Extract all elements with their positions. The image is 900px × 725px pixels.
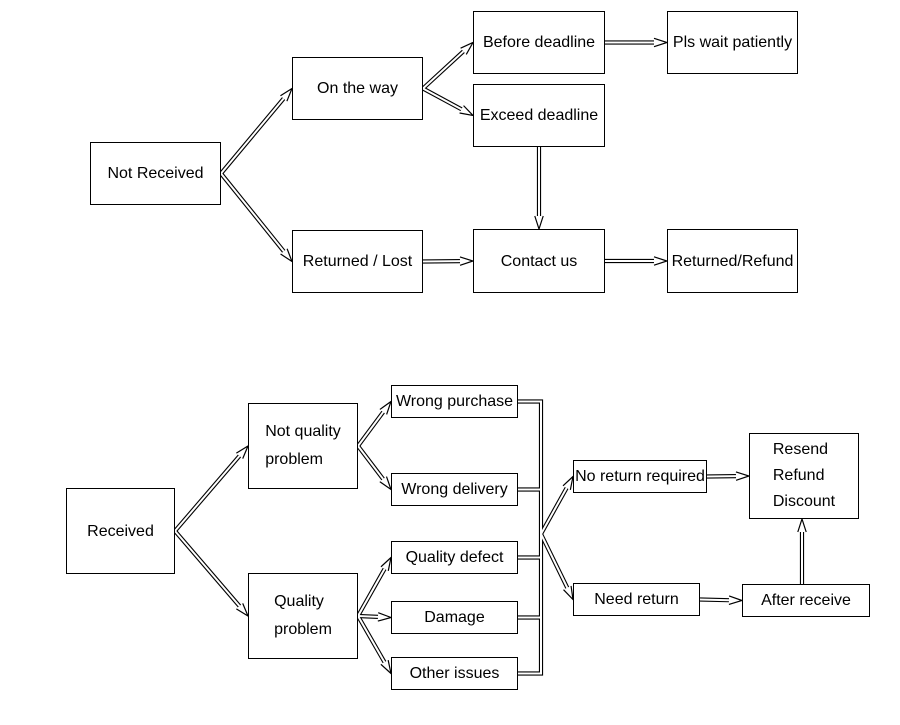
arrowhead-icon [728, 595, 744, 605]
connector-core [699, 598, 730, 602]
arrowhead-icon [377, 612, 393, 622]
node-returned-lost: Returned / Lost [292, 230, 423, 293]
node-label: Contact us [500, 252, 578, 270]
node-label: Pls wait patiently [672, 34, 793, 51]
arrowhead-icon [735, 471, 751, 481]
node-label: Quality problem [274, 588, 332, 644]
connector-core [357, 615, 386, 663]
connector-core [357, 568, 386, 617]
node-other-issues: Other issues [391, 657, 518, 690]
node-label-line: Not quality [265, 423, 341, 440]
node-before-deadline: Before deadline [473, 11, 605, 74]
node-label: Wrong delivery [401, 481, 508, 498]
node-quality-defect: Quality defect [391, 541, 518, 574]
connector-core [518, 400, 542, 675]
node-wrong-delivery: Wrong delivery [391, 473, 518, 506]
node-exceed-deadline: Exceed deadline [473, 84, 605, 147]
node-label: Exceed deadline [479, 107, 599, 124]
node-returned-refund: Returned/Refund [667, 229, 798, 293]
connector-core [220, 172, 285, 253]
node-no-return-required: No return required [573, 460, 707, 493]
node-not-received: Not Received [90, 142, 221, 205]
connector-core [540, 533, 569, 589]
node-label: Quality defect [405, 549, 504, 566]
connector-core [540, 487, 568, 535]
node-label-line: Refund [772, 467, 825, 484]
node-after-receive: After receive [742, 584, 870, 617]
node-label-line: problem [265, 451, 324, 468]
node-label: Before deadline [482, 34, 596, 51]
node-label-line: problem [274, 621, 332, 638]
connector-core [357, 615, 379, 618]
connector-core [357, 411, 385, 447]
connector-core [220, 97, 285, 175]
arrowhead-icon [534, 215, 544, 231]
connector-core [357, 445, 384, 480]
node-label: No return required [575, 468, 705, 485]
node-label-line: Discount [772, 493, 836, 510]
connector-core [174, 530, 241, 607]
arrowhead-icon [797, 517, 807, 533]
arrowhead-icon [653, 37, 669, 48]
node-need-return: Need return [573, 583, 700, 616]
connector-core [174, 455, 241, 532]
node-label: Damage [424, 609, 485, 626]
node-pls-wait-patiently: Pls wait patiently [667, 11, 798, 74]
node-label-line: Resend [772, 441, 829, 458]
node-label: On the way [317, 80, 398, 97]
node-label: Wrong purchase [395, 393, 514, 410]
node-wrong-purchase: Wrong purchase [391, 385, 518, 418]
node-contact-us: Contact us [473, 229, 605, 293]
node-label: After receive [761, 592, 851, 609]
node-received: Received [66, 488, 175, 574]
connector-outline [518, 399, 544, 676]
node-damage: Damage [391, 601, 518, 634]
node-quality-problem: Quality problem [248, 573, 358, 659]
node-label: Returned/Refund [671, 252, 794, 270]
node-label-line: Quality [274, 593, 324, 610]
node-label: Not quality problem [265, 418, 341, 474]
node-label: Resend Refund Discount [773, 437, 835, 515]
node-resend-refund-discount: Resend Refund Discount [749, 433, 859, 519]
node-label: Received [87, 522, 154, 540]
node-not-quality-problem: Not quality problem [248, 403, 358, 489]
arrowhead-icon [459, 256, 475, 266]
arrowhead-icon [563, 585, 574, 602]
connector-core [422, 50, 465, 90]
node-label: Other issues [409, 665, 500, 682]
node-label: Returned / Lost [302, 253, 413, 270]
node-on-the-way: On the way [292, 57, 423, 120]
node-label: Not Received [107, 165, 204, 182]
node-label: Need return [594, 591, 679, 608]
arrowhead-icon [653, 256, 669, 266]
connector-core [422, 87, 463, 111]
